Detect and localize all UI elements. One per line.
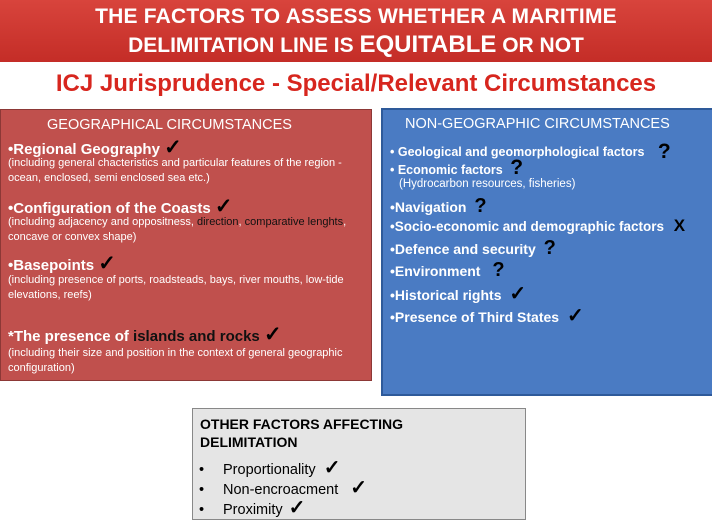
item-third-states: •Presence of Third States ✓: [390, 303, 584, 328]
item-environment-label: •Environment: [390, 263, 481, 279]
check-icon: ✓: [214, 195, 233, 218]
coasts-desc-part: ,: [238, 216, 245, 228]
item-geological-label: • Geological and geomorphological factor…: [390, 145, 645, 159]
title-line-1: THE FACTORS TO ASSESS WHETHER A MARITIME: [95, 5, 617, 28]
other-factors-header-1: OTHER FACTORS AFFECTING: [200, 416, 403, 432]
bullet: •: [199, 462, 205, 478]
item-defence-security: •Defence and security ?: [390, 237, 556, 260]
item-socio-economic-label: •Socio-economic and demographic factors: [390, 219, 665, 234]
coasts-desc-part: , concave or convex shape): [8, 216, 347, 243]
list-item: • Non-encroacment ✓: [199, 475, 367, 499]
question-mark-icon: ?: [474, 195, 487, 217]
list-item: • Proportionality ✓: [199, 455, 367, 479]
item-islands-rocks: *The presence of islands and rocks ✓: [8, 322, 282, 347]
configuration-coasts-desc: (including adjacency and oppositness, di…: [8, 215, 370, 245]
item-environment: •Environment ?: [390, 259, 505, 282]
other-factors-header-2: DELIMITATION: [200, 434, 298, 450]
item-historical-rights-label: •Historical rights: [390, 287, 502, 303]
check-icon: ✓: [323, 457, 341, 479]
title-line-2-suffix: OR NOT: [502, 34, 584, 57]
check-icon: ✓: [509, 283, 527, 305]
geographical-circumstances-box: GEOGRAPHICAL CIRCUMSTANCES •Regional Geo…: [0, 109, 372, 381]
item-regional-geography-label: •Regional Geography: [8, 141, 160, 158]
list-item-label: Non-encroacment: [223, 482, 339, 498]
list-item-label: Proportionality: [223, 462, 316, 478]
bullet: •: [199, 502, 205, 518]
item-navigation: •Navigation ?: [390, 195, 487, 218]
item-configuration-coasts-label: •Configuration of the Coasts: [8, 200, 211, 217]
item-third-states-label: •Presence of Third States: [390, 309, 560, 325]
x-mark-icon: X: [673, 216, 686, 235]
other-factors-box: OTHER FACTORS AFFECTING DELIMITATION • Pr…: [192, 408, 526, 520]
check-icon: ✓: [164, 136, 182, 159]
list-item-label: Proximity: [223, 502, 283, 518]
check-icon: ✓: [263, 323, 282, 346]
item-islands-emphasis: islands and rocks: [133, 328, 260, 345]
other-factors-list: • Proportionality ✓ • Non-encroacment ✓ • P…: [199, 455, 367, 519]
item-regional-geography: •Regional Geography ✓: [8, 135, 182, 160]
coasts-desc-part: (including adjacency and oppositness,: [8, 216, 197, 228]
geographical-header: GEOGRAPHICAL CIRCUMSTANCES: [47, 117, 292, 133]
title-emphasis: EQUITABLE: [359, 31, 497, 58]
title-line-2-prefix: DELIMITATION LINE IS: [128, 34, 354, 57]
question-mark-icon: ?: [492, 259, 505, 281]
item-basepoints-label: •Basepoints: [8, 257, 95, 274]
check-icon: ✓: [288, 497, 306, 519]
title-banner: THE FACTORS TO ASSESS WHETHER A MARITIME…: [0, 0, 712, 62]
check-icon: ✓: [566, 305, 584, 327]
non-geographic-header: NON-GEOGRAPHIC CIRCUMSTANCES: [405, 116, 670, 132]
economic-desc: (Hydrocarbon resources, fisheries): [399, 178, 576, 190]
item-economic-label: • Economic factors: [390, 163, 503, 177]
islands-rocks-desc: (including their size and position in th…: [8, 347, 343, 374]
item-defence-security-label: •Defence and security: [390, 241, 536, 257]
list-item: • Proximity ✓: [199, 495, 367, 519]
item-historical-rights: •Historical rights ✓: [390, 281, 526, 306]
question-mark-icon: ?: [543, 237, 556, 259]
item-economic: • Economic factors ?: [390, 156, 523, 180]
item-islands-label: *The presence of: [8, 328, 134, 345]
question-mark-icon: ?: [510, 156, 524, 179]
question-mark-icon: ?: [657, 140, 671, 163]
subtitle: ICJ Jurisprudence - Special/Relevant Cir…: [55, 70, 657, 97]
item-geological: • Geological and geomorphological factor…: [390, 138, 671, 163]
check-icon: ✓: [98, 252, 116, 275]
item-navigation-label: •Navigation: [390, 199, 467, 215]
non-geographic-circumstances-box: NON-GEOGRAPHIC CIRCUMSTANCES • Geologica…: [381, 108, 712, 396]
check-icon: ✓: [350, 477, 368, 499]
item-configuration-coasts: •Configuration of the Coasts ✓: [8, 194, 233, 219]
item-socio-economic: •Socio-economic and demographic factors …: [390, 216, 685, 236]
coasts-desc-comparative: comparative lenghts: [244, 216, 344, 228]
bullet: •: [199, 482, 205, 498]
regional-geography-desc: (including general chacteristics and par…: [8, 157, 342, 184]
item-basepoints: •Basepoints ✓: [8, 251, 116, 276]
title-line-2: DELIMITATION LINE IS EQUITABLE OR NOT: [0, 31, 712, 59]
basepoints-desc: (including presence of ports, roadsteads…: [8, 274, 344, 301]
coasts-desc-direction: direction: [196, 216, 239, 228]
